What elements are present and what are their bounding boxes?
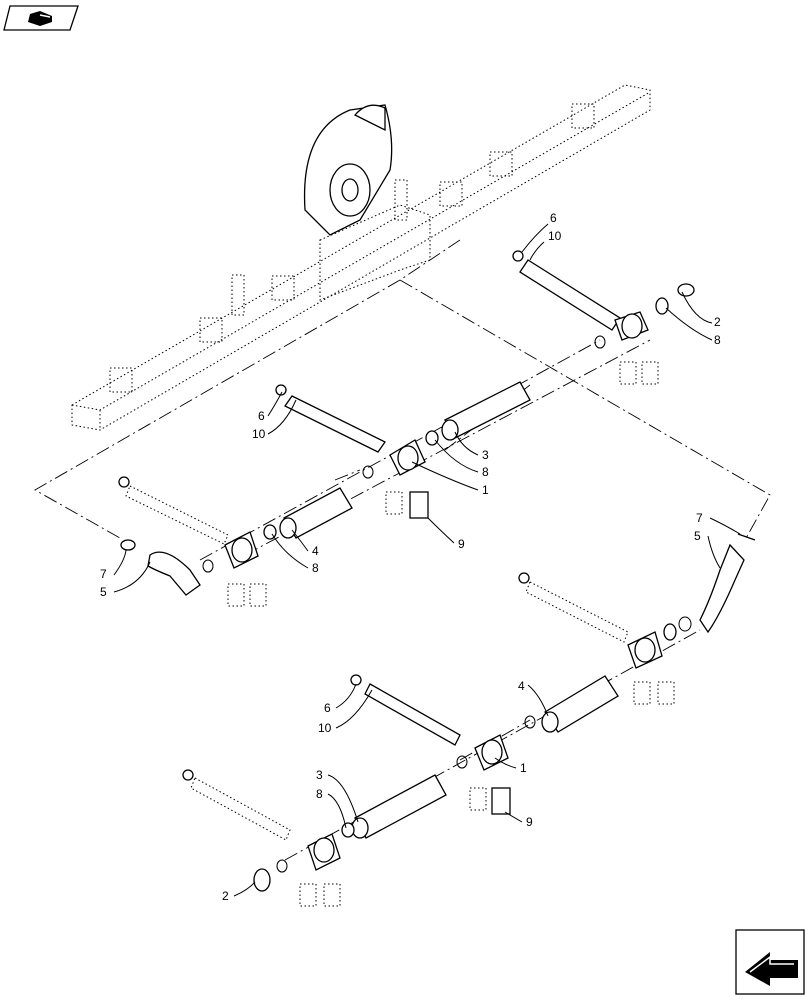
forward-nav-icon[interactable] [735, 929, 805, 995]
callout-8-left: 8 [312, 561, 319, 575]
callout-2-top: 2 [714, 315, 721, 329]
tube-assembly-center [275, 381, 531, 519]
callout-8-top: 8 [714, 333, 721, 347]
callout-1-low: 1 [520, 761, 527, 775]
callout-6-top: 6 [550, 211, 557, 225]
callout-8-mid: 8 [482, 465, 489, 479]
callout-7-right: 7 [696, 511, 703, 525]
callout-10-mid: 10 [252, 427, 266, 441]
callout-labels: 6 10 2 8 6 10 3 8 1 9 7 5 4 8 7 5 4 6 10… [100, 211, 721, 903]
callout-5-left: 5 [100, 585, 107, 599]
callout-6-mid: 6 [258, 409, 265, 423]
callout-4-low: 4 [518, 679, 525, 693]
callout-2-bot: 2 [222, 889, 229, 903]
callout-8-bot: 8 [316, 787, 323, 801]
callout-9-low: 9 [526, 815, 533, 829]
callout-4-left: 4 [312, 544, 319, 558]
callout-10-low: 10 [318, 721, 332, 735]
tube-assembly-left [118, 476, 353, 607]
frame-assembly [71, 84, 651, 431]
callout-3-bot: 3 [316, 768, 323, 782]
leader-lines [113, 223, 741, 897]
callout-5-right: 5 [694, 529, 701, 543]
callout-6-low: 6 [324, 701, 331, 715]
tube-assembly-lower-center [350, 674, 619, 815]
callout-9-mid: 9 [458, 537, 465, 551]
callout-7-left: 7 [100, 567, 107, 581]
back-nav-icon[interactable] [3, 5, 79, 31]
tube-assembly-bottom-left [182, 769, 447, 907]
tube-assembly-top-right [512, 250, 695, 385]
callout-1-mid: 1 [482, 483, 489, 497]
layout-lines [34, 239, 771, 861]
tube-assembly-right-middle [518, 533, 756, 705]
callout-3-mid: 3 [482, 448, 489, 462]
callout-10-top: 10 [548, 229, 562, 243]
